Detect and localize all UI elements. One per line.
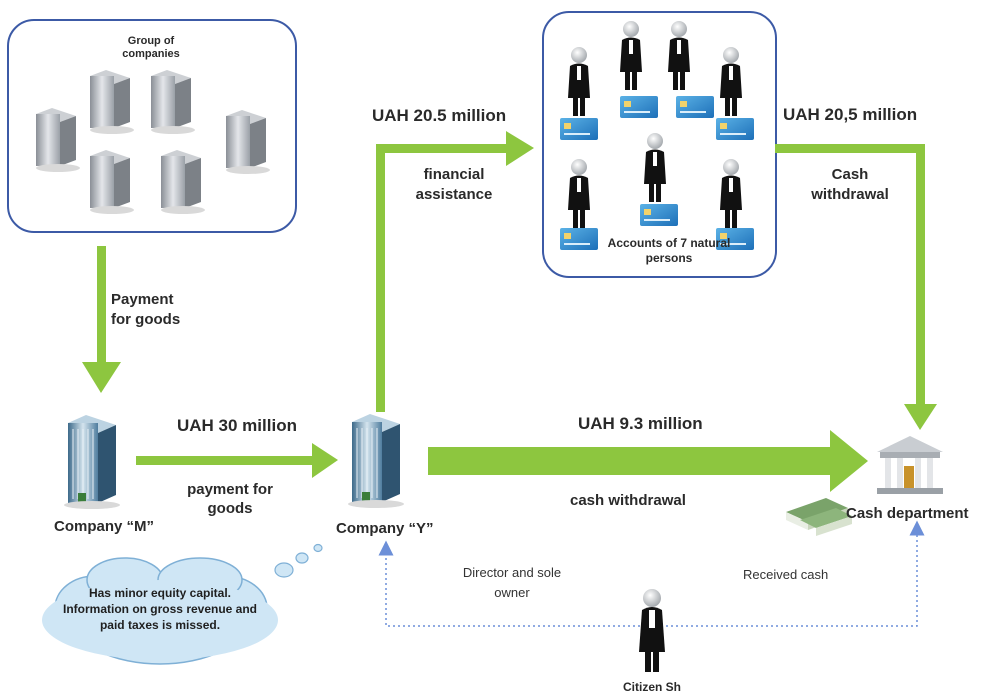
company-m-label: Company “M”: [54, 518, 155, 535]
company-y-label: Company “Y”: [336, 520, 434, 537]
received-cash-label: Received cash: [743, 567, 829, 582]
person-icon: [568, 47, 590, 116]
m-to-y-amount-label: UAH 30 million: [177, 416, 297, 435]
company-y-building-icon: [348, 414, 404, 508]
person-icon: [620, 21, 642, 90]
bank-card-icon: [676, 96, 714, 118]
persons-box-caption: Accounts of 7 natural persons: [607, 236, 731, 265]
group-buildings: [36, 70, 270, 214]
arrow-m-to-y: [136, 443, 338, 478]
cloud-line-1: Has minor equity capital.: [88, 586, 232, 600]
director-owner-label: Director and sole owner: [462, 565, 562, 600]
money-stack-icon: [786, 498, 852, 536]
citizen-label: Citizen Sh: [623, 680, 682, 694]
y-to-persons-purpose-label: financial assistance: [415, 166, 493, 203]
person-icon: [644, 133, 666, 202]
bank-card-icon: [640, 204, 678, 226]
cloud-note-text: Has minor equity capital. Information on…: [50, 585, 270, 633]
arrow-y-to-persons: [376, 131, 534, 412]
group-of-companies-title: Group of companies: [122, 35, 180, 60]
bank-card-icons: [560, 96, 754, 250]
person-icon: [668, 21, 690, 90]
company-m-building-icon: [64, 415, 120, 509]
person-icon: [720, 159, 742, 228]
dotted-citizen-to-y: [378, 540, 640, 627]
cash-department-label: Cash department: [846, 505, 969, 522]
y-to-persons-amount-label: UAH 20.5 million: [372, 106, 507, 125]
person-icon: [720, 47, 742, 116]
person-icons: [568, 21, 742, 228]
payment-for-goods-label-top: Payment for goods: [111, 291, 181, 328]
bank-card-icon: [716, 118, 754, 140]
person-icon: [568, 159, 590, 228]
cloud-line-3: paid taxes is missed.: [99, 618, 221, 632]
arrow-persons-to-cash: [775, 144, 937, 430]
citizen-person-icon: [639, 589, 665, 672]
bank-card-icon: [716, 228, 754, 250]
bank-icon: [877, 436, 943, 494]
persons-to-cash-amount-label: UAH 20,5 million: [783, 105, 918, 124]
cloud-line-2: Information on gross revenue and: [62, 602, 258, 616]
y-to-cash-purpose-label: cash withdrawal: [570, 492, 686, 509]
bank-card-icon: [560, 228, 598, 250]
m-to-y-purpose-label: payment for goods: [187, 481, 273, 517]
persons-to-cash-purpose-label: Cash withdrawal: [811, 166, 889, 203]
arrow-group-to-m: [82, 246, 121, 393]
arrow-y-to-cash: [428, 430, 868, 492]
y-to-cash-amount-label: UAH 9.3 million: [578, 414, 703, 433]
dotted-citizen-to-cash: [666, 520, 925, 627]
bank-card-icon: [620, 96, 658, 118]
bank-card-icon: [560, 118, 598, 140]
note-cloud: [42, 543, 323, 665]
